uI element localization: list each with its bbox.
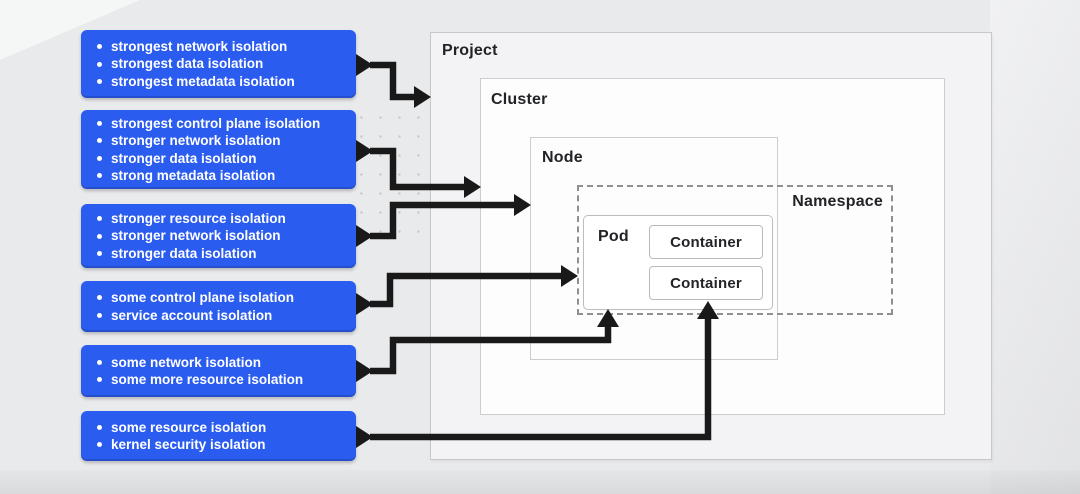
isolation-item: strongest control plane isolation bbox=[97, 115, 320, 133]
isolation-box-project: strongest network isolation strongest da… bbox=[81, 30, 356, 98]
container-label: Container bbox=[670, 274, 742, 292]
isolation-item-label: strongest metadata isolation bbox=[111, 73, 295, 89]
bullet-icon bbox=[97, 155, 102, 161]
isolation-box-pod: some network isolation some more resourc… bbox=[81, 345, 356, 397]
bullet-icon bbox=[97, 120, 102, 126]
isolation-item: stronger resource isolation bbox=[97, 210, 286, 228]
isolation-item: strongest metadata isolation bbox=[97, 73, 295, 91]
isolation-list: some network isolation some more resourc… bbox=[81, 354, 309, 389]
project-label: Project bbox=[442, 42, 498, 59]
isolation-item: stronger data isolation bbox=[97, 150, 320, 168]
isolation-item: service account isolation bbox=[97, 307, 294, 325]
bullet-icon bbox=[97, 442, 102, 448]
arrow-tail-icon bbox=[356, 54, 373, 76]
container-box-1: Container bbox=[649, 225, 763, 259]
bullet-icon bbox=[97, 44, 102, 49]
isolation-item-label: stronger network isolation bbox=[111, 133, 281, 148]
isolation-item-label: kernel security isolation bbox=[111, 437, 266, 452]
isolation-item: some network isolation bbox=[97, 354, 303, 372]
isolation-item-label: some resource isolation bbox=[111, 419, 267, 435]
isolation-item: stronger network isolation bbox=[97, 227, 286, 245]
isolation-item-label: strongest data isolation bbox=[111, 56, 264, 72]
background-facet bbox=[990, 0, 1080, 494]
container-label: Container bbox=[670, 233, 742, 251]
container-box-2: Container bbox=[649, 266, 763, 300]
bullet-icon bbox=[97, 79, 102, 84]
node-label: Node bbox=[542, 149, 583, 166]
namespace-box: Namespace bbox=[577, 185, 893, 315]
isolation-item-label: some control plane isolation bbox=[111, 290, 295, 305]
isolation-list: some resource isolation kernel security … bbox=[81, 419, 272, 454]
isolation-item: some control plane isolation bbox=[97, 289, 294, 307]
isolation-item: some resource isolation bbox=[97, 419, 266, 437]
isolation-item-label: strongest network isolation bbox=[111, 38, 288, 54]
isolation-item-label: strongest control plane isolation bbox=[111, 115, 321, 131]
bullet-icon bbox=[97, 233, 102, 239]
isolation-item: stronger data isolation bbox=[97, 245, 286, 263]
isolation-item-label: stronger resource isolation bbox=[111, 210, 286, 226]
pod-label: Pod bbox=[598, 228, 629, 245]
bullet-icon bbox=[97, 216, 102, 221]
cluster-label: Cluster bbox=[491, 91, 548, 108]
isolation-item-label: some network isolation bbox=[111, 354, 262, 370]
isolation-box-namespace: some control plane isolation service acc… bbox=[81, 281, 356, 332]
isolation-box-node: stronger resource isolation stronger net… bbox=[81, 204, 356, 268]
isolation-item: strong metadata isolation bbox=[97, 167, 320, 185]
bullet-icon bbox=[97, 61, 102, 67]
arrow-tail-icon bbox=[356, 360, 373, 382]
arrow-head-icon bbox=[414, 86, 431, 108]
isolation-item-label: stronger network isolation bbox=[111, 228, 281, 244]
isolation-list: stronger resource isolation stronger net… bbox=[81, 210, 292, 263]
bullet-icon bbox=[97, 295, 102, 301]
isolation-box-cluster: strongest control plane isolation strong… bbox=[81, 110, 356, 189]
arrow-tail-icon bbox=[356, 293, 373, 315]
isolation-item-label: stronger data isolation bbox=[111, 150, 257, 166]
background-band bbox=[0, 470, 1080, 494]
isolation-item-label: service account isolation bbox=[111, 307, 273, 323]
isolation-list: strongest control plane isolation strong… bbox=[81, 115, 326, 185]
isolation-item-label: stronger data isolation bbox=[111, 245, 257, 261]
bullet-icon bbox=[97, 312, 102, 318]
arrow-to-project bbox=[356, 54, 431, 108]
isolation-list: some control plane isolation service acc… bbox=[81, 289, 300, 324]
bullet-icon bbox=[97, 173, 102, 179]
arrow-tail-icon bbox=[356, 426, 373, 448]
bullet-icon bbox=[97, 138, 102, 144]
isolation-item: kernel security isolation bbox=[97, 436, 266, 454]
bullet-icon bbox=[97, 251, 102, 256]
isolation-item-label: strong metadata isolation bbox=[111, 168, 276, 183]
bullet-icon bbox=[97, 424, 102, 430]
isolation-item: some more resource isolation bbox=[97, 371, 303, 389]
isolation-item: strongest data isolation bbox=[97, 55, 295, 73]
bullet-icon bbox=[97, 359, 102, 365]
isolation-item-label: some more resource isolation bbox=[111, 372, 304, 387]
isolation-list: strongest network isolation strongest da… bbox=[81, 38, 301, 91]
bullet-icon bbox=[97, 377, 102, 383]
isolation-item: strongest network isolation bbox=[97, 38, 295, 56]
isolation-box-container: some resource isolation kernel security … bbox=[81, 411, 356, 461]
namespace-label: Namespace bbox=[792, 193, 883, 210]
isolation-item: stronger network isolation bbox=[97, 132, 320, 150]
